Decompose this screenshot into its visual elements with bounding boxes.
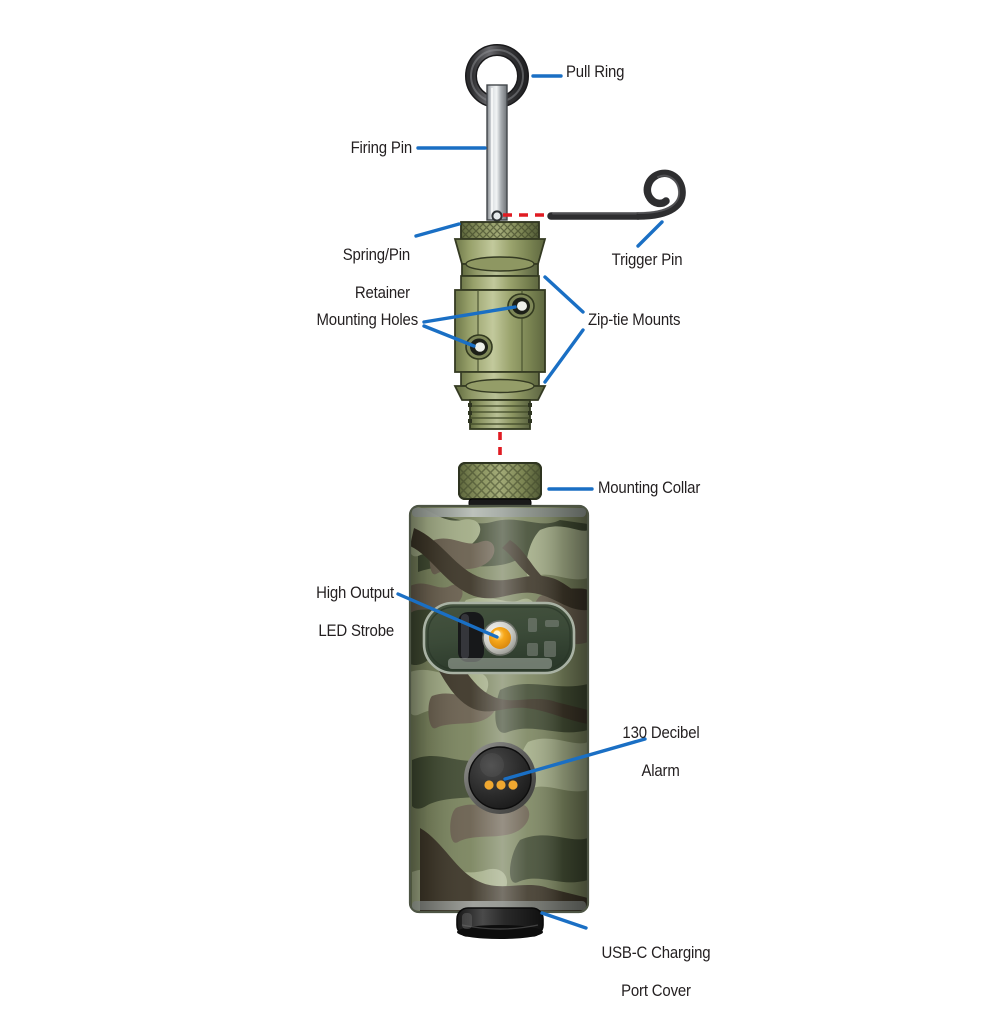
firing-pin-part	[486, 84, 508, 222]
upper-collar-part	[453, 238, 547, 277]
label-usb-cover-line1: USB-C Charging	[601, 943, 711, 962]
leader-alarm	[503, 737, 647, 781]
label-spring-pin-retainer: Spring/Pin Retainer	[206, 226, 410, 321]
label-zip-tie-mounts: Zip-tie Mounts	[588, 310, 681, 329]
alarm-speaker-module	[464, 742, 536, 814]
trigger-pin-part	[547, 169, 686, 220]
leader-usb-cover	[540, 911, 588, 930]
label-led-strobe: High Output LED Strobe	[188, 564, 394, 659]
leader-spring-retainer	[414, 222, 461, 238]
zip-tie-mount-upper	[460, 275, 540, 291]
label-led-strobe-line1: High Output	[316, 583, 394, 602]
leader-led-strobe	[396, 592, 499, 639]
label-spring-pin-retainer-line2: Retainer	[354, 283, 410, 302]
label-alarm: 130 Decibel Alarm	[587, 704, 719, 799]
label-trigger-pin: Trigger Pin	[611, 250, 683, 269]
leader-ziptie-lower	[543, 328, 585, 384]
zip-tie-mount-lower	[453, 371, 547, 401]
alarm-dot-3	[508, 780, 518, 790]
mounting-collar-part	[458, 462, 542, 508]
label-usb-cover-line2: Port Cover	[621, 981, 691, 1000]
label-alarm-line2: Alarm	[641, 761, 680, 780]
label-mounting-collar: Mounting Collar	[598, 478, 701, 497]
label-firing-pin: Firing Pin	[350, 138, 413, 157]
leader-mounting-hole-upper	[422, 305, 517, 324]
label-usb-cover: USB-C Charging Port Cover	[572, 924, 723, 1019]
leader-mounting-hole-lower	[422, 324, 476, 348]
leader-lines	[396, 74, 664, 930]
spring-pin-retainer-part	[460, 221, 540, 240]
mounting-hole-lower	[465, 334, 493, 360]
olive-housing-part	[454, 289, 546, 373]
label-mounting-holes: Mounting Holes	[316, 310, 419, 329]
camouflage-body-part	[408, 504, 590, 914]
usb-c-port-cover	[456, 907, 544, 939]
threaded-nozzle-part	[468, 399, 532, 430]
label-spring-pin-retainer-line1: Spring/Pin	[342, 245, 410, 264]
label-alarm-line1: 130 Decibel	[622, 723, 700, 742]
mounting-hole-upper	[507, 293, 535, 319]
alarm-dot-1	[484, 780, 494, 790]
leader-ziptie-upper	[543, 275, 585, 314]
alarm-dot-2	[496, 780, 506, 790]
label-led-strobe-line2: LED Strobe	[318, 621, 394, 640]
leader-trigger-pin	[636, 220, 664, 248]
label-pull-ring-text: Pull Ring	[566, 62, 625, 81]
